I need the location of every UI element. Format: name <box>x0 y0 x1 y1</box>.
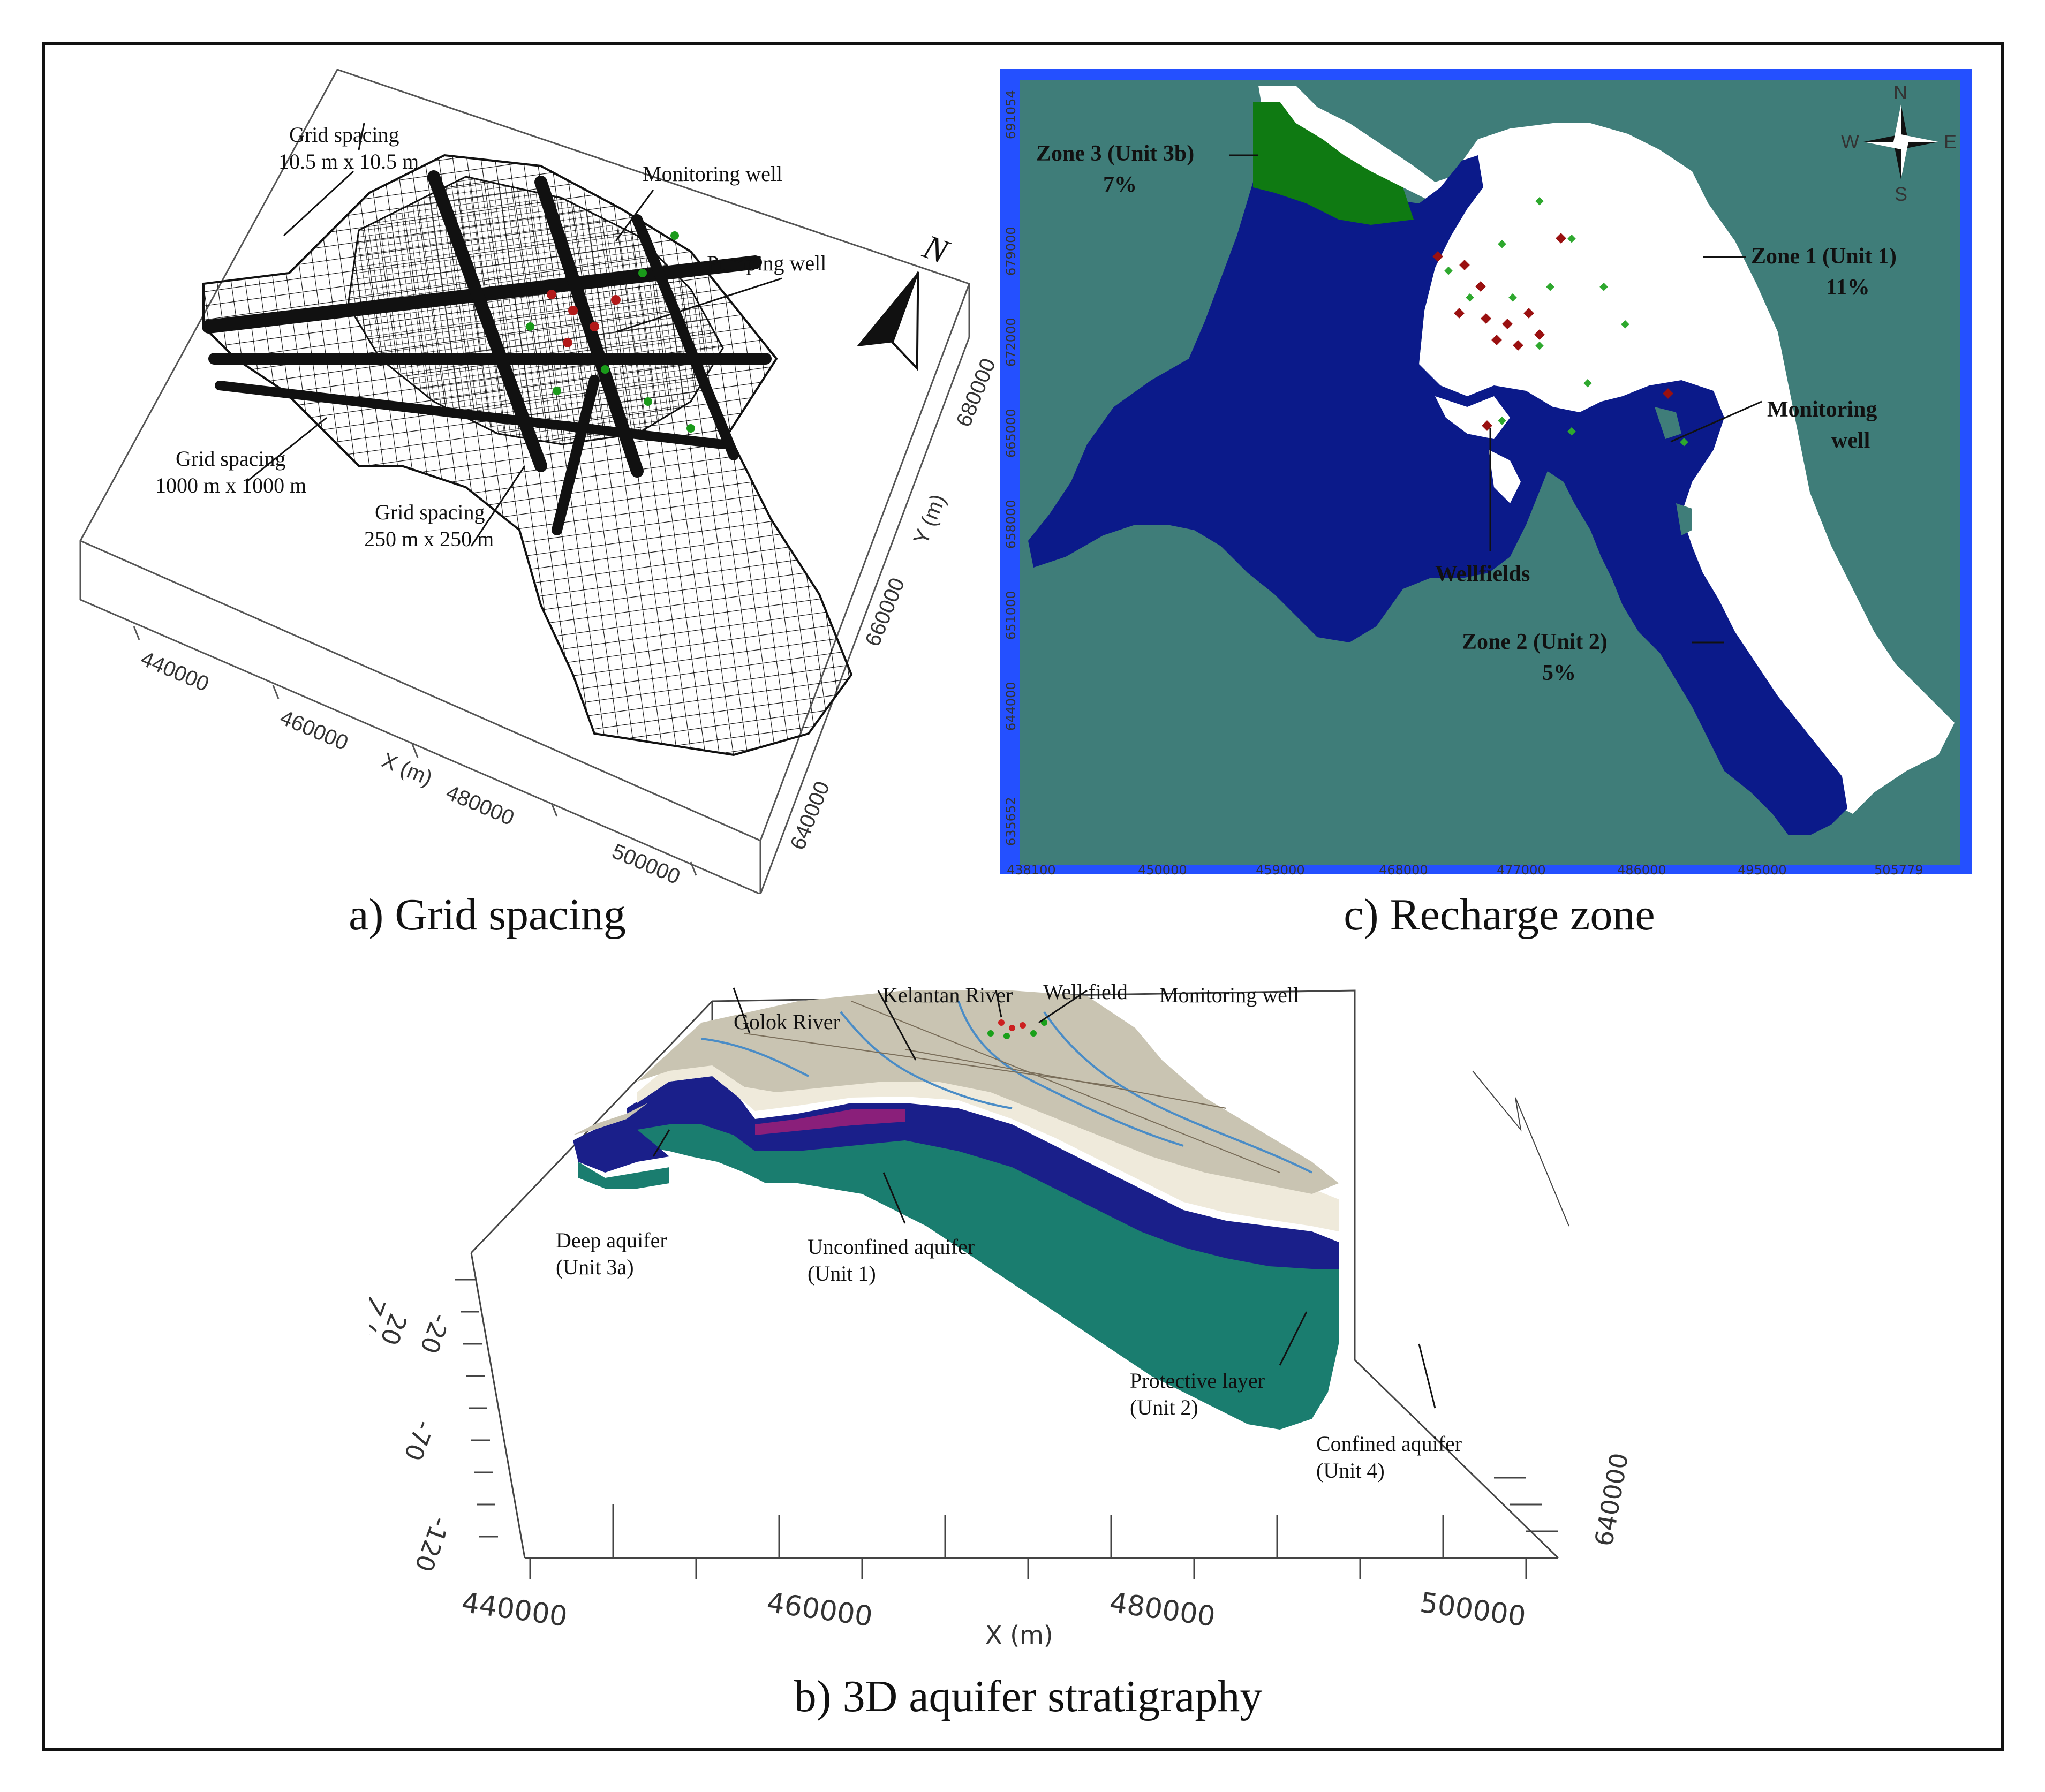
b-x-tick-440000: 440000 <box>459 1586 569 1633</box>
c-y-tick: 644000 <box>1003 682 1018 731</box>
x-axis-title: X (m) <box>378 748 435 791</box>
c-x-tick: 505779 <box>1874 863 1923 878</box>
panel-b-leader-lines <box>652 987 1436 1409</box>
z-tick-neg120: -120 <box>409 1513 455 1576</box>
b-y-tick-640000: 640000 <box>1589 1451 1634 1548</box>
x-tick-500000: 500000 <box>608 840 683 889</box>
c-y-tick: 691054 <box>1003 90 1018 139</box>
caption-a: a) Grid spacing <box>349 890 626 940</box>
unconfined-aquifer-label-2: (Unit 1) <box>808 1261 876 1286</box>
well-field-markers <box>987 1019 1047 1039</box>
figure-frame <box>42 42 2004 1751</box>
z-tick-neg20: -20 <box>414 1310 455 1357</box>
panel-a-north-arrow: N <box>856 227 955 372</box>
label-coarse-grid-line2: 1000 m x 1000 m <box>155 473 306 497</box>
panel-b-x-axis: 440000 460000 480000 500000 X (m) <box>459 1504 1528 1650</box>
layer-unit-3a-deep <box>755 1109 905 1135</box>
zone-2-unit-2 <box>1028 155 1847 835</box>
zone-2-label: Zone 2 (Unit 2) <box>1462 630 1608 654</box>
label-pumping-well: Pumping well <box>707 251 826 275</box>
panel-c-leader-lines <box>1229 154 1762 644</box>
zone-1-label: Zone 1 (Unit 1) <box>1751 244 1897 269</box>
confined-aquifer-label-1: Confined aquifer <box>1316 1432 1462 1456</box>
monitoring-well-label-2: well <box>1831 428 1870 453</box>
c-x-tick: 495000 <box>1738 863 1787 878</box>
c-x-tick: 468000 <box>1379 863 1428 878</box>
label-mid-grid-line2: 250 m x 250 m <box>364 527 494 551</box>
c-y-tick: 651000 <box>1003 591 1018 640</box>
panel-b-y-axis: 640000 <box>1494 1451 1634 1548</box>
x-tick-480000: 480000 <box>442 781 517 830</box>
label-coarse-grid-line1: Grid spacing <box>176 447 286 471</box>
x-tick-440000: 440000 <box>137 647 212 697</box>
deep-aquifer-label-1: Deep aquifer <box>556 1228 667 1252</box>
panel-a-bounding-box <box>79 69 970 894</box>
y-tick-640000: 640000 <box>786 778 835 853</box>
compass-w: W <box>1841 131 1859 153</box>
panel-c-y-ticks: 691054 679000 672000 665000 658000 65100… <box>1003 90 1018 846</box>
b-x-tick-480000: 480000 <box>1107 1586 1217 1633</box>
layer-unit-1-unconfined <box>637 1060 1339 1231</box>
panel-a-grid-spacing: Grid spacing 10.5 m x 10.5 m Monitoring … <box>79 69 996 894</box>
panel-a-model-grid <box>202 154 853 757</box>
unconfined-aquifer-label-1: Unconfined aquifer <box>808 1235 975 1259</box>
confined-aquifer-label-2: (Unit 4) <box>1316 1458 1385 1483</box>
c-y-tick: 635652 <box>1003 797 1018 846</box>
label-fine-grid-line1: Grid spacing <box>289 123 399 147</box>
monitoring-well-label-1: Monitoring <box>1767 397 1877 422</box>
caption-b: b) 3D aquifer stratigraphy <box>794 1672 1263 1721</box>
c-y-tick: 665000 <box>1003 409 1018 458</box>
c-x-tick: 438100 <box>1007 863 1056 878</box>
c-x-tick: 477000 <box>1497 863 1546 878</box>
label-mid-grid-line1: Grid spacing <box>375 500 485 524</box>
b-x-tick-460000: 460000 <box>765 1586 874 1633</box>
panel-c-x-ticks: 438100 450000 459000 468000 477000 48600… <box>1007 863 1923 878</box>
layer-unit-4-confined <box>627 1087 1339 1430</box>
c-y-tick: 658000 <box>1003 500 1018 549</box>
caption-c: c) Recharge zone <box>1344 890 1655 940</box>
c-x-tick: 459000 <box>1256 863 1305 878</box>
aquifer-model <box>573 990 1339 1430</box>
zone-3-unit-3b <box>1253 102 1414 225</box>
b-x-tick-500000: 500000 <box>1418 1586 1528 1633</box>
golok-river-label: Golok River <box>734 1010 840 1034</box>
kelantan-river-label: Kelantan River <box>882 983 1013 1007</box>
compass-rose: N S W E <box>1841 81 1957 205</box>
zone-1-rate: 11% <box>1826 275 1870 300</box>
y-tick-660000: 660000 <box>861 574 910 649</box>
compass-s: S <box>1895 183 1907 205</box>
c-y-tick: 679000 <box>1003 226 1018 276</box>
panel-a-leader-lines <box>246 123 782 547</box>
label-fine-grid-line2: 10.5 m x 10.5 m <box>278 149 419 173</box>
c-y-tick: 672000 <box>1003 317 1018 367</box>
panel-a-well-markers <box>526 231 695 433</box>
compass-n: N <box>1893 81 1907 103</box>
protective-layer-label-2: (Unit 2) <box>1130 1395 1198 1419</box>
z-tick-neg70: -70 <box>398 1417 439 1464</box>
panel-b-z-axis: 20 -70 -120 -20 Z (m a.s.l.) <box>369 1279 498 1576</box>
c-x-tick: 486000 <box>1617 863 1666 878</box>
model-top-surface <box>637 990 1339 1194</box>
deep-aquifer-label-2: (Unit 3a) <box>556 1255 634 1279</box>
zone-3-rate: 7% <box>1103 172 1137 197</box>
wellfields-label: Wellfields <box>1435 562 1530 586</box>
monitoring-well-label: Monitoring well <box>1159 983 1299 1007</box>
c-x-tick: 450000 <box>1138 863 1187 878</box>
panel-b-orientation-lines <box>1472 1070 1569 1227</box>
protective-layer-label-1: Protective layer <box>1130 1368 1265 1393</box>
b-x-axis-title: X (m) <box>985 1621 1053 1650</box>
y-axis-title: Y (m) <box>909 491 950 548</box>
zone-3-label: Zone 3 (Unit 3b) <box>1036 141 1194 166</box>
well-field-label: Well field <box>1043 980 1128 1004</box>
north-label: N <box>918 227 954 271</box>
panel-b-3d-stratigraphy: Golok River Kelantan River Well field Mo… <box>369 980 1634 1650</box>
compass-e: E <box>1944 131 1957 153</box>
label-monitoring-well: Monitoring well <box>643 162 782 186</box>
panel-c-recharge-zone: Zone 3 (Unit 3b) 7% Zone 1 (Unit 1) 11% … <box>1000 69 1972 878</box>
zone-2-rate: 5% <box>1542 661 1576 685</box>
